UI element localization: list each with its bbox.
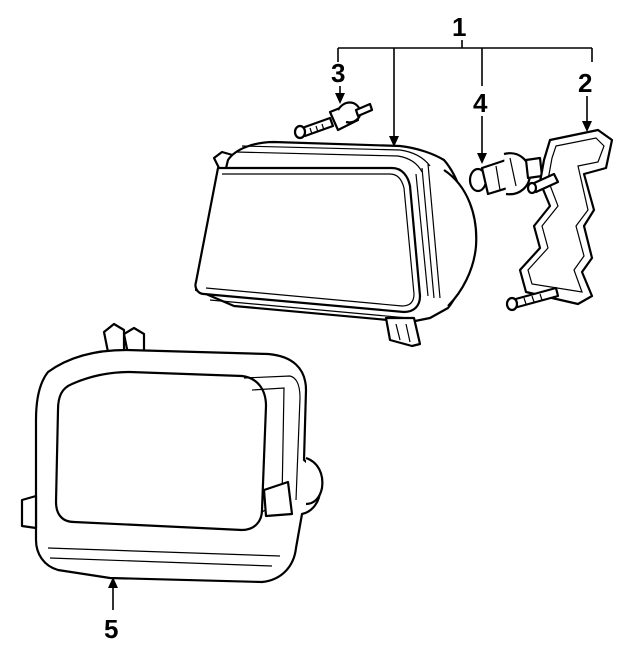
headlamp-assembly	[194, 140, 478, 348]
callout-3: 3	[331, 58, 345, 88]
bulb-part-4	[468, 152, 544, 196]
callout-5-arrow	[108, 577, 118, 588]
callout-2-arrow	[582, 121, 592, 132]
leader-lines	[108, 40, 593, 610]
callout-labels: 1 2 3 4 5	[104, 12, 592, 644]
adjuster-screw-part-3	[293, 101, 374, 140]
callout-1: 1	[452, 12, 466, 42]
callout-3-arrow	[335, 93, 345, 104]
callout-4-arrow	[477, 153, 487, 164]
callout-5: 5	[104, 614, 118, 644]
bezel-part-5	[20, 322, 324, 584]
callout-4: 4	[473, 88, 488, 118]
callout-1-lamp-arrow	[389, 136, 399, 147]
callout-2: 2	[578, 68, 592, 98]
bracket-part-2	[505, 128, 614, 312]
